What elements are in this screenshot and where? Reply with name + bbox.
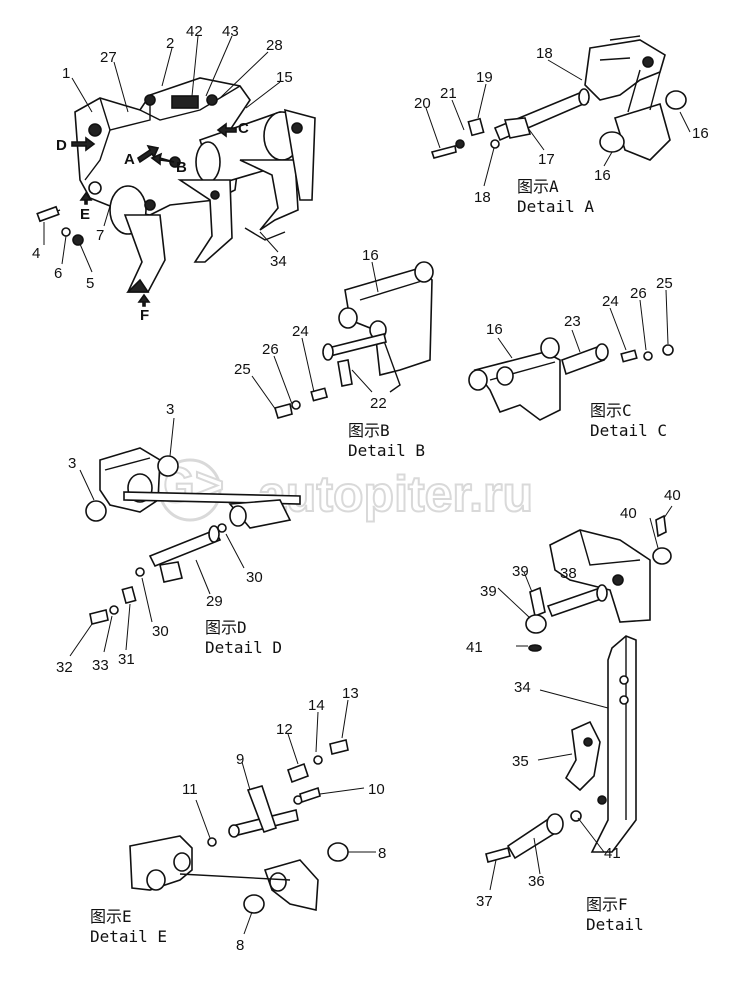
main-callouts: 1 27 2 42 43 28 15 4 6 5 7 34 [32, 23, 293, 292]
callout: 5 [86, 275, 94, 292]
callout: 21 [440, 85, 457, 102]
callout: 22 [370, 395, 387, 412]
callout: 9 [236, 751, 244, 768]
ripper-assembly [36, 77, 316, 293]
callout: 30 [246, 569, 263, 586]
detail-a-title-cn: 图示A [517, 177, 559, 196]
detail-d-title-en: Detail D [205, 638, 282, 657]
detail-a-title-en: Detail A [517, 197, 594, 216]
callout: 19 [476, 69, 493, 86]
callout: 15 [276, 69, 293, 86]
callout: 23 [564, 313, 581, 330]
callout: 41 [466, 639, 483, 656]
callout: 35 [512, 753, 529, 770]
callout: 25 [656, 275, 673, 292]
callout: 12 [276, 721, 293, 738]
detail-d-title-cn: 图示D [205, 618, 247, 637]
callout: 18 [536, 45, 553, 62]
callout: 18 [474, 189, 491, 206]
detail-f: 40 39 40 38 39 41 34 35 41 37 36 图示F Det… [466, 487, 681, 934]
callout: 43 [222, 23, 239, 40]
callout: 17 [538, 151, 555, 168]
callout: 24 [602, 293, 619, 310]
callout: 39 [480, 583, 497, 600]
watermark-text: autopiter.ru [258, 466, 533, 522]
detail-d: 3 3 30 29 30 32 33 31 图示D Detail D [56, 401, 301, 676]
callout: 32 [56, 659, 73, 676]
callout: 42 [186, 23, 203, 40]
view-marker-d: D [56, 137, 67, 154]
callout: 28 [266, 37, 283, 54]
detail-e-title-cn: 图示E [90, 907, 132, 926]
callout: 30 [152, 623, 169, 640]
detail-e: 14 13 12 9 10 11 8 8 图示E Detail E [90, 685, 386, 954]
callout: 31 [118, 651, 135, 668]
callout: 34 [514, 679, 531, 696]
callout: 37 [476, 893, 493, 910]
callout: 4 [32, 245, 40, 262]
detail-c-title-en: Detail C [590, 421, 667, 440]
detail-b: 16 24 26 25 22 图示B Detail B [234, 247, 434, 460]
detail-f-title-en: Detail [586, 915, 644, 934]
callout: 16 [362, 247, 379, 264]
callout: 29 [206, 593, 223, 610]
callout: 26 [262, 341, 279, 358]
view-marker-c: C [238, 120, 249, 137]
callout: 1 [62, 65, 70, 82]
callout: 20 [414, 95, 431, 112]
detail-f-title-cn: 图示F [586, 895, 628, 914]
callout: 8 [236, 937, 244, 954]
callout: 24 [292, 323, 309, 340]
detail-b-title-cn: 图示B [348, 421, 390, 440]
callout: 3 [68, 455, 76, 472]
callout: 25 [234, 361, 251, 378]
callout: 8 [378, 845, 386, 862]
detail-a: 18 21 20 19 17 18 16 16 图示A Detail A [414, 35, 709, 216]
callout: 39 [512, 563, 529, 580]
callout: 36 [528, 873, 545, 890]
callout: 10 [368, 781, 385, 798]
view-markers: D A B C E F [56, 120, 249, 324]
callout: 41 [604, 845, 621, 862]
callout: 34 [270, 253, 287, 270]
callout: 7 [96, 227, 104, 244]
callout: 16 [692, 125, 709, 142]
detail-e-title-en: Detail E [90, 927, 167, 946]
callout: 11 [182, 781, 198, 798]
view-marker-a: A [124, 151, 135, 168]
callout: 16 [594, 167, 611, 184]
detail-b-title-en: Detail B [348, 441, 425, 460]
callout: 38 [560, 565, 577, 582]
detail-c-title-cn: 图示C [590, 401, 632, 420]
view-marker-b: B [176, 159, 187, 176]
detail-c: 16 23 24 26 25 图示C Detail C [468, 275, 674, 440]
callout: 6 [54, 265, 62, 282]
callout: 40 [620, 505, 637, 522]
callout: 33 [92, 657, 109, 674]
callout: 2 [166, 35, 174, 52]
callout: 3 [166, 401, 174, 418]
callout: 40 [664, 487, 681, 504]
callout: 16 [486, 321, 503, 338]
callout: 14 [308, 697, 325, 714]
callout: 13 [342, 685, 359, 702]
view-marker-e: E [80, 206, 90, 223]
watermark: G> autopiter.ru [155, 456, 534, 523]
view-marker-f: F [140, 307, 149, 324]
callout: 27 [100, 49, 117, 66]
callout: 26 [630, 285, 647, 302]
